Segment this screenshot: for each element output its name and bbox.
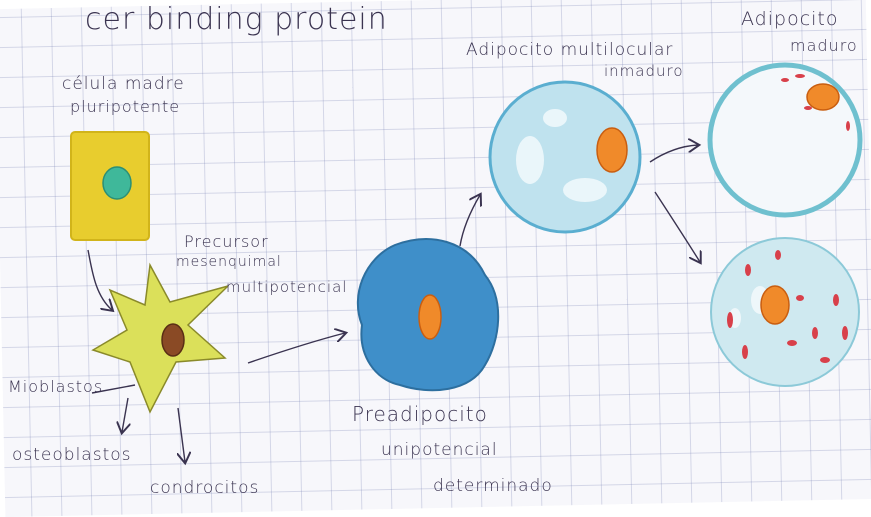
lipid-droplet [727,312,733,328]
multilocular-adipocyte-nucleus [597,128,627,172]
arrow-stem-to-precursor [88,250,112,310]
precursor-label-line1: Precursor [184,232,269,251]
preadipocyte-label-line3: determinado [433,476,553,496]
lipid-droplet [796,295,804,301]
arrow-to-osteoblasts [122,398,128,432]
lipid-droplet [812,327,818,339]
lipid-droplet [804,106,812,110]
lipid-droplet [795,74,805,78]
stem-cell-nucleus [103,167,131,199]
lipid-droplet [787,340,797,346]
arrow-multilocular-to-mature-2 [655,192,700,262]
myoblasts-label: Mioblastos [8,377,103,396]
preadipocyte-cell [358,239,498,390]
mature-label-line2: maduro [790,36,858,55]
stem-cell-label-line1: célula madre [62,74,185,94]
header-title-fragment: cer binding protein [85,2,388,37]
lipid-droplet [846,121,850,131]
precursor-cell-nucleus [162,324,184,356]
lipid-droplet [781,78,789,82]
lipid-droplet [820,357,830,363]
lipid-vacuole [543,109,567,127]
lipid-droplet [842,326,848,340]
arrow-preadipocyte-to-multilocular [460,195,480,246]
preadipocyte-label-line1: Preadipocito [352,402,488,426]
arrow-multilocular-to-mature [650,145,698,162]
lipid-droplet [742,345,748,359]
lipid-vacuole [516,136,544,184]
precursor-label-line3: multipotencial [226,278,347,296]
mature-adipocyte-cell [710,65,860,215]
stem-cell [71,132,149,240]
preadipocyte-nucleus [419,295,441,339]
mature-adipocyte-cell-2 [711,238,859,386]
osteoblasts-label: osteoblastos [12,445,132,465]
mature-label-line1: Adipocito [741,8,839,30]
mature-adipocyte-2-nucleus [761,286,789,324]
arrow-precursor-to-preadipocyte [248,333,345,363]
lipid-droplet [775,250,781,260]
chondrocytes-label: condrocitos [150,478,259,498]
lipid-droplet [745,264,751,276]
precursor-label-line2: mesenquimal [176,254,282,270]
mesenchymal-precursor-cell [93,265,228,412]
arrow-to-chondrocytes [178,408,185,462]
multilocular-label-line1: Adipocito multilocular [466,40,673,60]
preadipocyte-label-line2: unipotencial [381,440,498,460]
multilocular-adipocyte-cell [490,82,640,232]
lipid-droplet [833,294,839,306]
mature-adipocyte-body [710,65,860,215]
mature-adipocyte-nucleus [807,84,839,110]
precursor-cell-body [93,265,228,412]
stem-cell-label-line2: pluripotente [70,97,180,116]
multilocular-label-line2: inmaduro [604,62,684,80]
lipid-vacuole [563,178,607,202]
